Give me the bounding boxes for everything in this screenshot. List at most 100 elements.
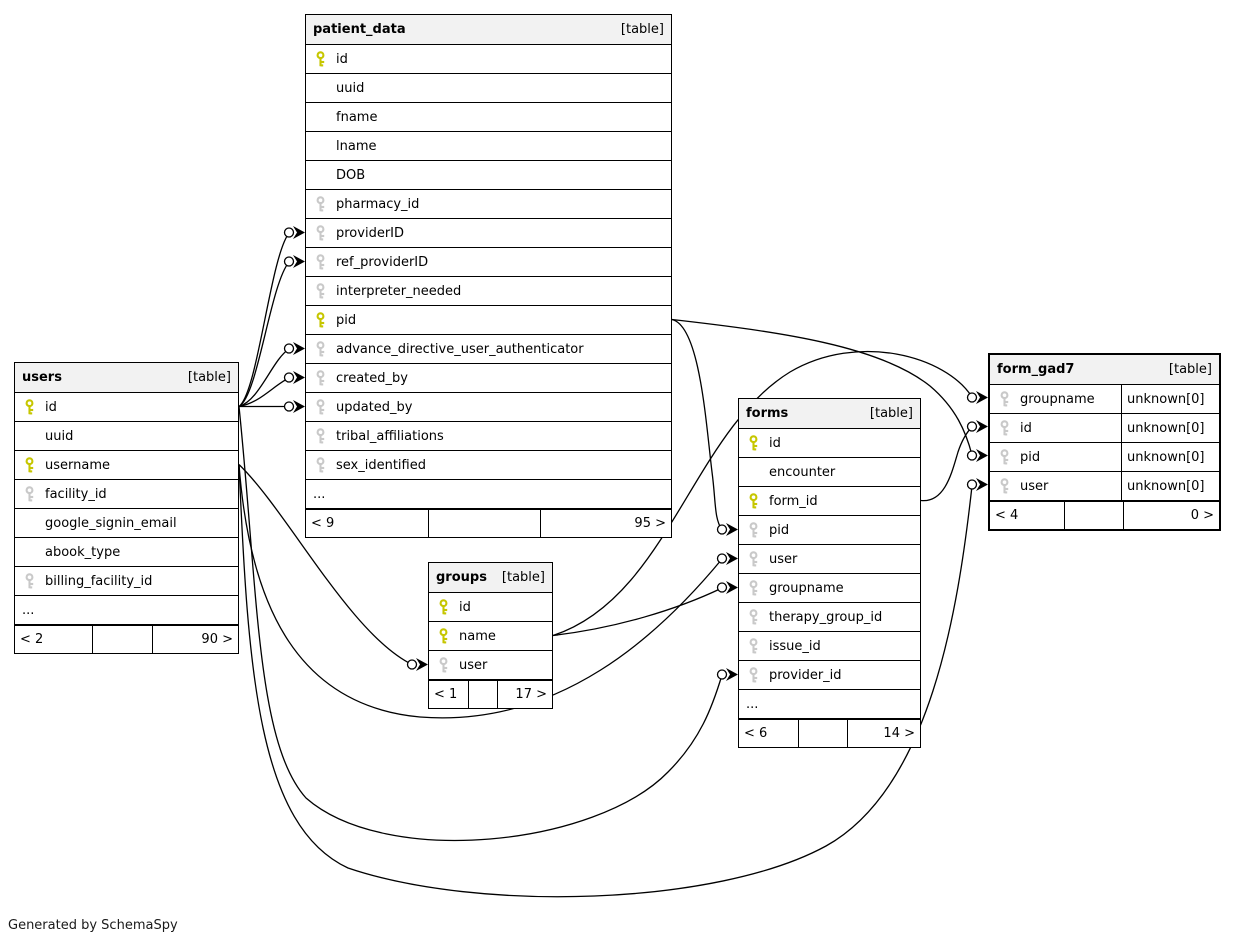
fk-relationship-users-username-to-forms-user [238,464,723,719]
column-row-patient_data-id: id [306,45,671,74]
foreign-key-icon [999,420,1010,436]
table-type-badge: [table] [187,370,231,385]
column-type: unknown[0] [1127,391,1205,407]
table-type-badge: [table] [1168,362,1212,377]
arrowhead [416,658,428,671]
foreign-key-icon [24,573,35,589]
table-type-badge: [table] [869,406,913,421]
zero-or-one-circle [966,450,978,461]
zero-or-one-circle [716,669,728,680]
column-name: groupname [1020,391,1095,407]
column-name: user [769,551,798,567]
column-name: id [45,399,57,415]
column-name: lname [336,138,377,154]
column-name: uuid [45,428,74,444]
column-type: unknown[0] [1127,420,1205,436]
crow-foot-arrow-and-circle [716,668,738,681]
fk-relationship-groups-name-to-form_gad7-groupname [552,350,973,637]
more-columns-ellipsis: ... [313,486,326,502]
arrowhead [726,552,738,565]
arrowhead [976,420,988,433]
arrowhead [293,342,305,355]
footer-spacer-cell [799,720,848,747]
foreign-key-icon [999,478,1010,494]
foreign-key-icon [315,283,326,299]
fk-relationship-users-id-to-forms-provider_id [238,406,723,842]
crow-foot-arrow-and-circle [966,391,988,404]
column-name: user [459,657,488,673]
column-row-forms-more: ... [739,690,920,719]
arrowhead [726,523,738,536]
column-row-form_gad7-id: id unknown[0] [990,414,1219,443]
zero-or-one-circle [716,582,728,593]
crow-foot-arrow-and-circle [406,658,428,671]
column-name: pharmacy_id [336,196,420,212]
column-row-forms-therapy_group_id: therapy_group_id [739,603,920,632]
zero-or-one-circle [716,553,728,564]
column-name: therapy_group_id [769,609,883,625]
column-row-patient_data-more: ... [306,480,671,509]
column-row-patient_data-updated_by: updated_by [306,393,671,422]
zero-or-one-circle [283,401,295,412]
column-name: issue_id [769,638,821,654]
zero-or-one-circle [283,227,295,238]
column-row-groups-id: id [429,593,552,622]
table-name[interactable]: forms [746,406,789,421]
foreign-key-icon [748,667,759,683]
table-type-badge: [table] [501,570,545,585]
column-row-forms-pid: pid [739,516,920,545]
column-row-forms-provider_id: provider_id [739,661,920,690]
column-name: facility_id [45,486,107,502]
crow-foot-arrow-and-circle [716,552,738,565]
zero-or-one-circle [406,659,418,670]
column-type: unknown[0] [1127,449,1205,465]
foreign-key-icon [315,370,326,386]
footer-children-count: < 9 [306,510,429,537]
column-name: updated_by [336,399,413,415]
fk-relationship-users-id-to-patient_data-providerID [238,232,290,408]
more-columns-ellipsis: ... [746,696,759,712]
column-name: DOB [336,167,366,183]
generated-by-note: Generated by SchemaSpy [8,918,178,933]
column-row-groups-user: user [429,651,552,680]
table-name[interactable]: form_gad7 [997,362,1075,377]
column-name-cell: id [990,414,1122,442]
foreign-key-icon [315,196,326,212]
footer-spacer-cell [93,626,153,653]
column-row-patient_data-pharmacy_id: pharmacy_id [306,190,671,219]
primary-key-icon [438,628,449,644]
column-name: user [1020,478,1049,494]
column-type: unknown[0] [1127,478,1205,494]
primary-key-icon [438,599,449,615]
footer-spacer-cell [429,510,541,537]
column-row-patient_data-pid: pid [306,306,671,335]
primary-key-icon [24,399,35,415]
column-name: groupname [769,580,844,596]
column-name: created_by [336,370,408,386]
column-name: advance_directive_user_authenticator [336,341,584,357]
table-name[interactable]: groups [436,570,487,585]
table-header-forms: forms [table] [739,399,920,429]
column-name: providerID [336,225,405,241]
more-columns-ellipsis: ... [22,602,35,618]
table-name[interactable]: patient_data [313,22,406,37]
table-name[interactable]: users [22,370,62,385]
column-name: provider_id [769,667,842,683]
column-row-patient_data-created_by: created_by [306,364,671,393]
footer-rows-count: 90 > [201,632,233,647]
crow-foot-arrow-and-circle [283,255,305,268]
column-row-patient_data-ref_providerID: ref_providerID [306,248,671,277]
column-row-patient_data-providerID: providerID [306,219,671,248]
column-row-users-billing_facility_id: billing_facility_id [15,567,238,596]
fk-relationship-users-username-to-groups-user [238,464,413,666]
fk-relationship-users-id-to-patient_data-advance_directive_user_authenticator [238,348,290,408]
